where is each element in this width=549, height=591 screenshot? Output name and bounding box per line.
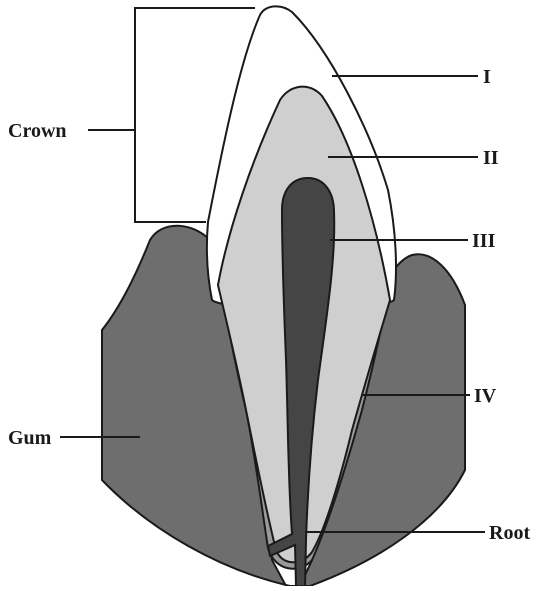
root-label: Root [489, 522, 530, 544]
layer-1-label: I [483, 66, 491, 88]
gum-label: Gum [8, 427, 52, 449]
layer-4-label: IV [474, 385, 497, 407]
layer-3-label: III [472, 230, 496, 252]
layer-2-label: II [483, 147, 499, 169]
crown-label: Crown [8, 120, 67, 142]
